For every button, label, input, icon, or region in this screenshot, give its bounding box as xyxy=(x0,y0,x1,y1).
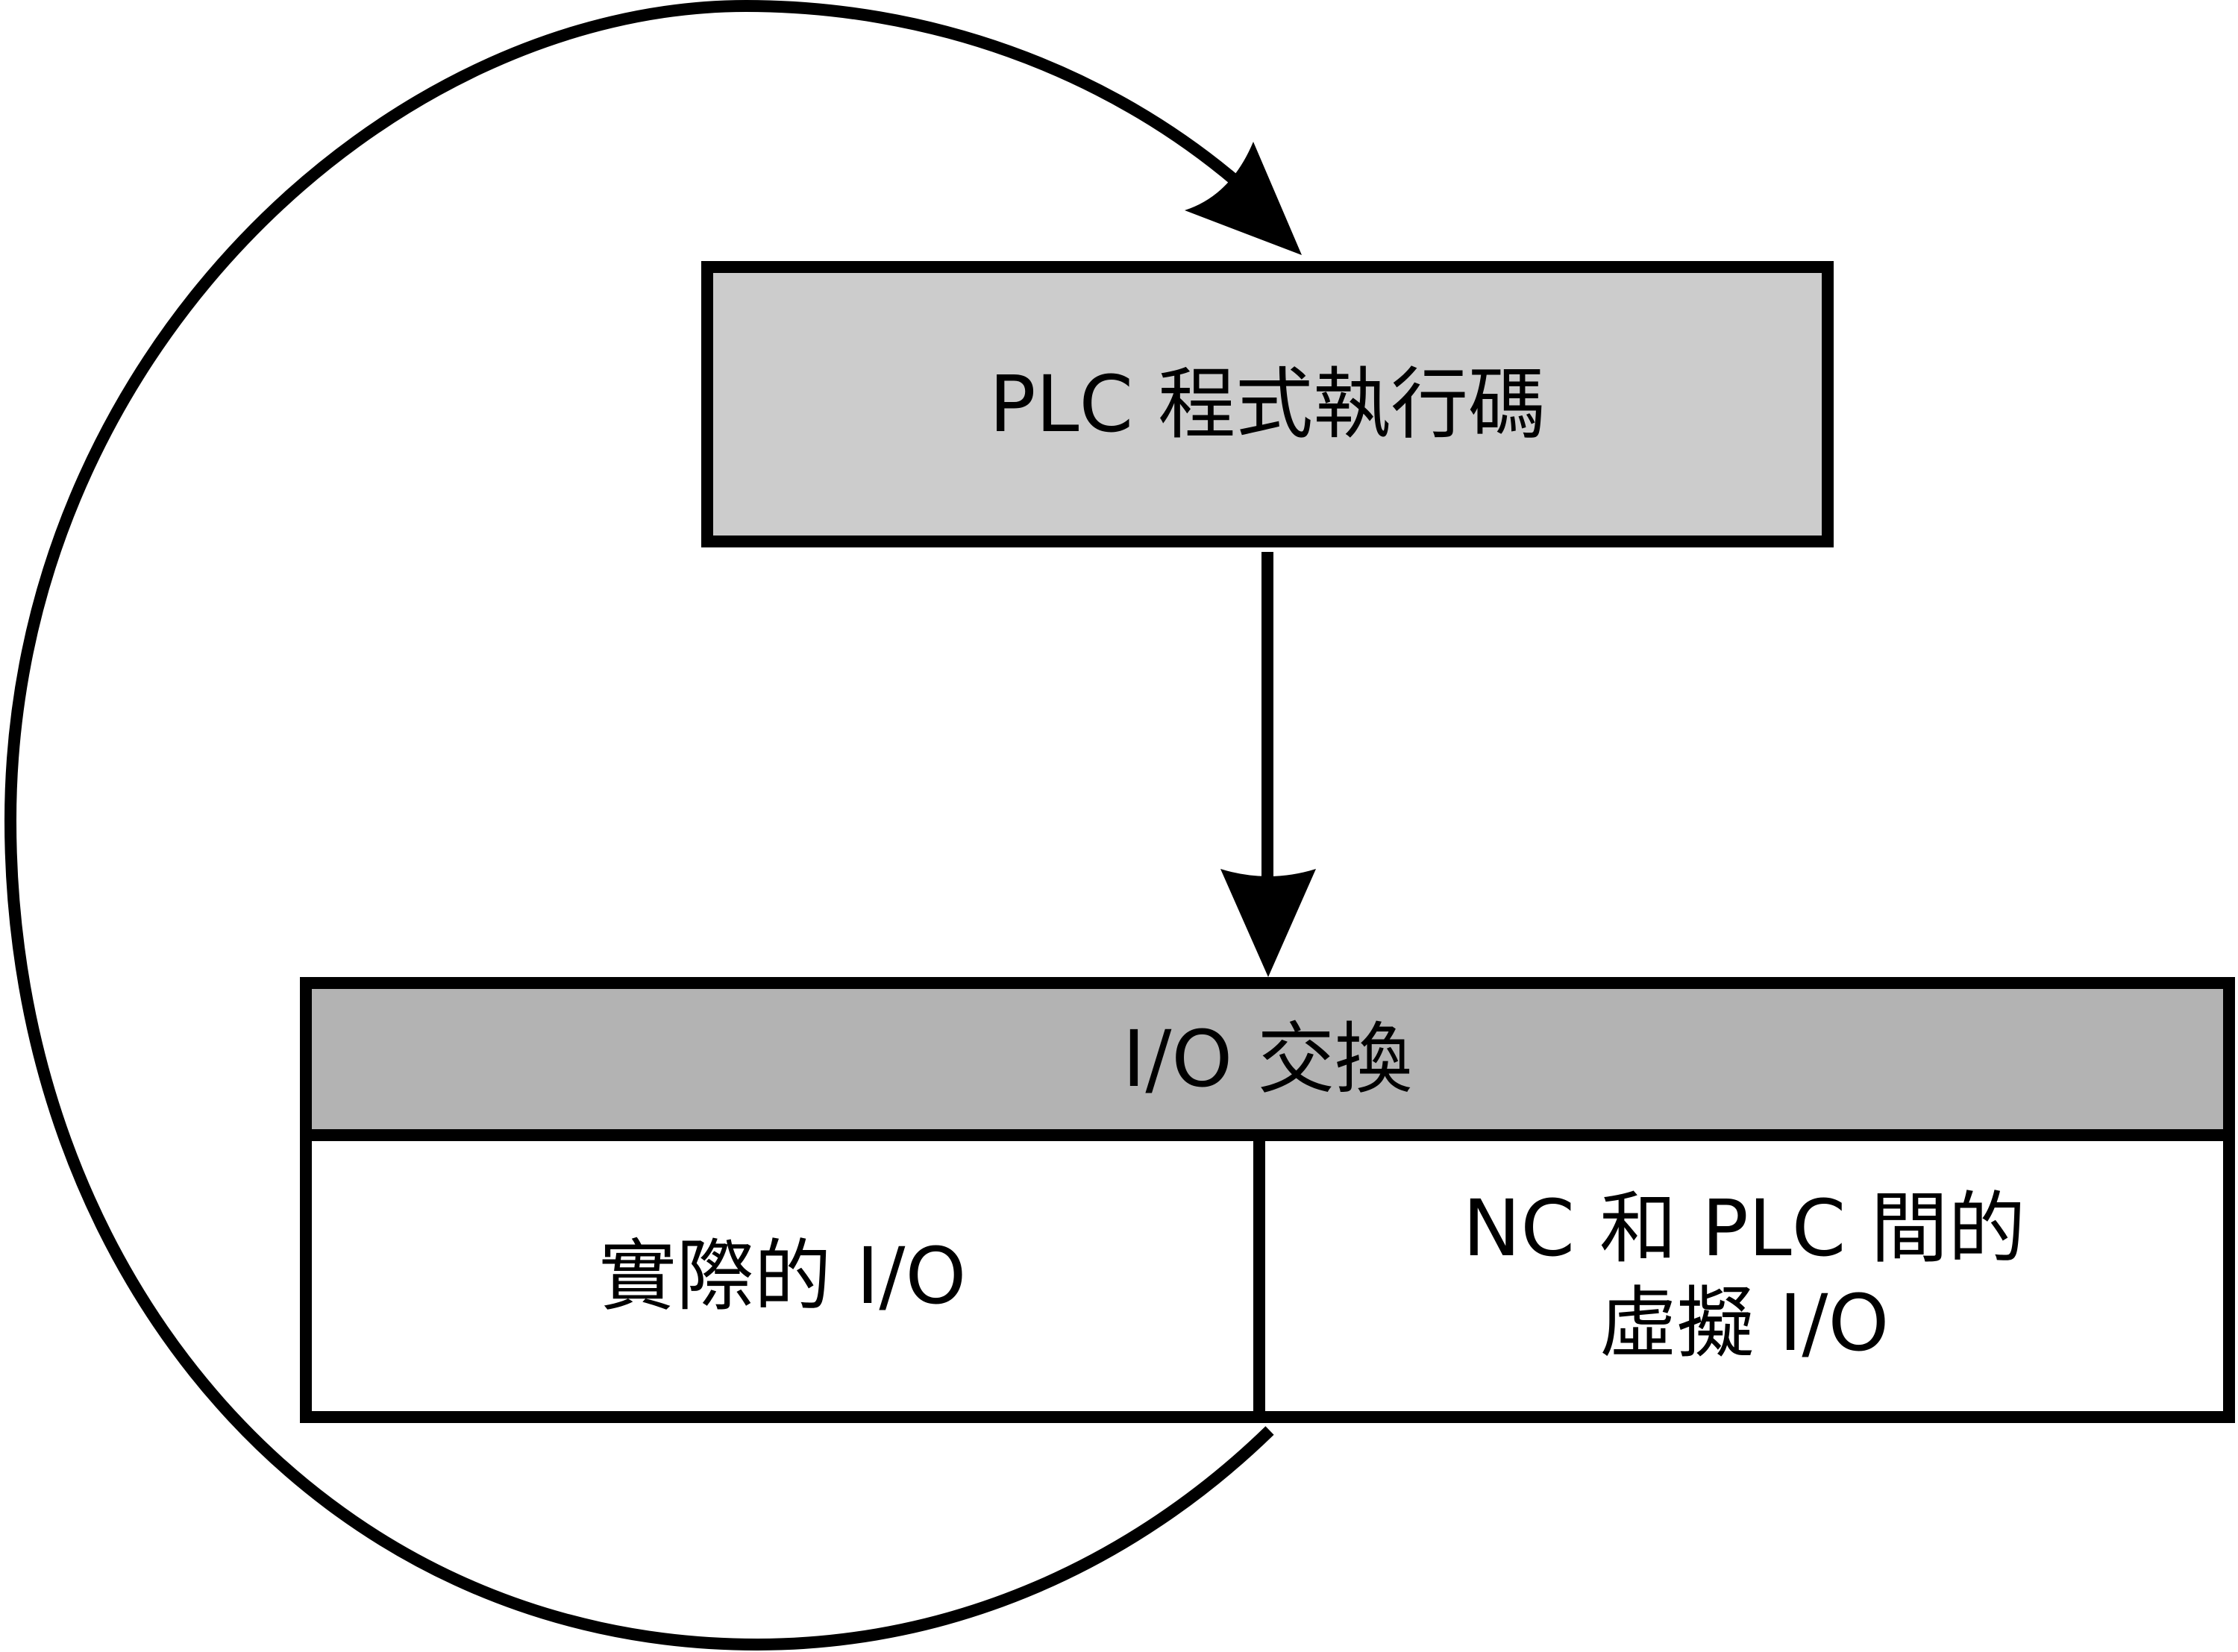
io-exchange-header: I/O 交換 xyxy=(300,977,2235,1141)
io-exchange-label: I/O 交換 xyxy=(1122,1013,1413,1105)
real-io-label: 實際的 I/O xyxy=(598,1230,967,1322)
virtual-io-label-line1: NC 和 PLC 間的 xyxy=(1462,1183,2026,1275)
down-arrowhead xyxy=(1220,869,1316,977)
loop-arrowhead xyxy=(1185,142,1302,255)
plc-program-label: PLC 程式執行碼 xyxy=(988,358,1546,450)
virtual-io-label-line2: 虛擬 I/O xyxy=(1599,1278,1890,1369)
plc-program-box: PLC 程式執行碼 xyxy=(701,261,1834,547)
real-io-box: 實際的 I/O xyxy=(300,1129,1265,1423)
loop-arrow-line xyxy=(4,0,1274,1651)
virtual-io-box: NC 和 PLC 間的 虛擬 I/O xyxy=(1253,1129,2235,1423)
